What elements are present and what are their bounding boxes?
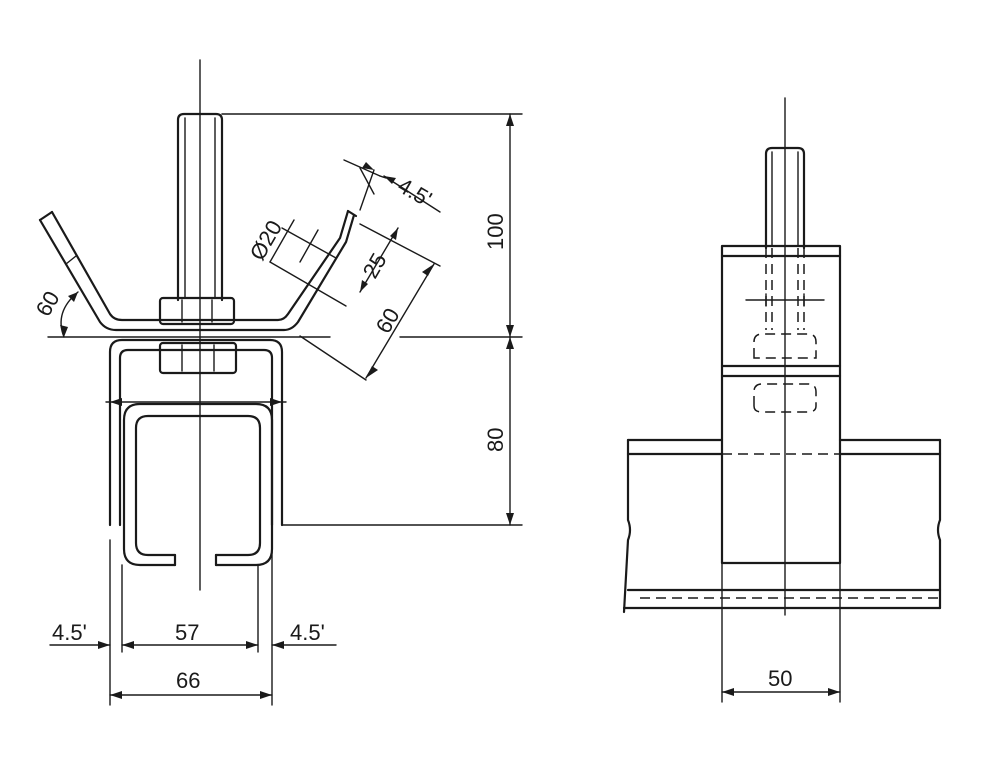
lower-nut bbox=[158, 341, 238, 375]
dim-80-label: 80 bbox=[483, 428, 508, 452]
side-rail bbox=[622, 438, 942, 614]
dim-25-label: 25 bbox=[358, 249, 392, 283]
dim-4-5-left-label: 4.5' bbox=[52, 620, 87, 645]
dim-diameter-20-label: Ø20 bbox=[245, 216, 287, 265]
dim-66-label: 66 bbox=[176, 668, 200, 693]
dim-50-label: 50 bbox=[768, 666, 792, 691]
c-channel-rail bbox=[122, 402, 274, 567]
v-bracket-plate bbox=[38, 209, 358, 332]
front-view: 4.5' 57 4.5' 66 100 80 60 bbox=[31, 59, 523, 706]
side-threaded-stud bbox=[764, 146, 806, 250]
dim-60-slot-label: 60 bbox=[371, 304, 405, 338]
side-view: 50 bbox=[622, 97, 942, 703]
hex-nut bbox=[158, 296, 236, 326]
dim-100-label: 100 bbox=[483, 213, 508, 250]
dim-angle-60-label: 60 bbox=[31, 287, 65, 321]
threaded-stud bbox=[176, 112, 224, 302]
side-bracket-outline bbox=[720, 244, 842, 565]
dim-57-label: 57 bbox=[175, 620, 199, 645]
side-bracket bbox=[720, 244, 842, 565]
mounting-bracket bbox=[108, 338, 284, 527]
dim-4-5-right-label: 4.5' bbox=[290, 620, 325, 645]
